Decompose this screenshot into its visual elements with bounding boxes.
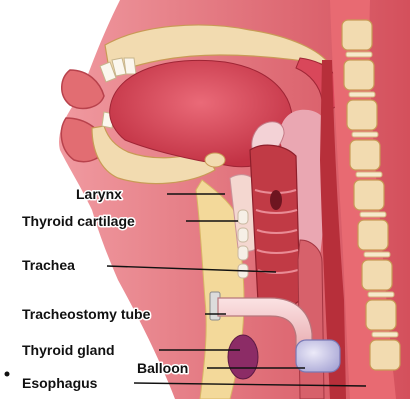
hyoid-bone: [205, 153, 225, 167]
balloon-cuff: [296, 340, 340, 372]
label-esophagus: Esophagus: [22, 375, 98, 391]
thyroid-gland: [228, 335, 258, 379]
glottis: [270, 190, 282, 210]
label-thyroid-cartilage: Thyroid cartilage: [22, 213, 135, 229]
bullet-dot: [5, 372, 10, 377]
label-larynx: Larynx: [76, 186, 122, 202]
trachea: [250, 145, 300, 308]
label-tracheostomy-tube: Tracheostomy tube: [22, 306, 151, 322]
label-thyroid-gland: Thyroid gland: [22, 342, 115, 358]
label-trachea: Trachea: [22, 257, 75, 273]
label-balloon: Balloon: [137, 360, 188, 376]
